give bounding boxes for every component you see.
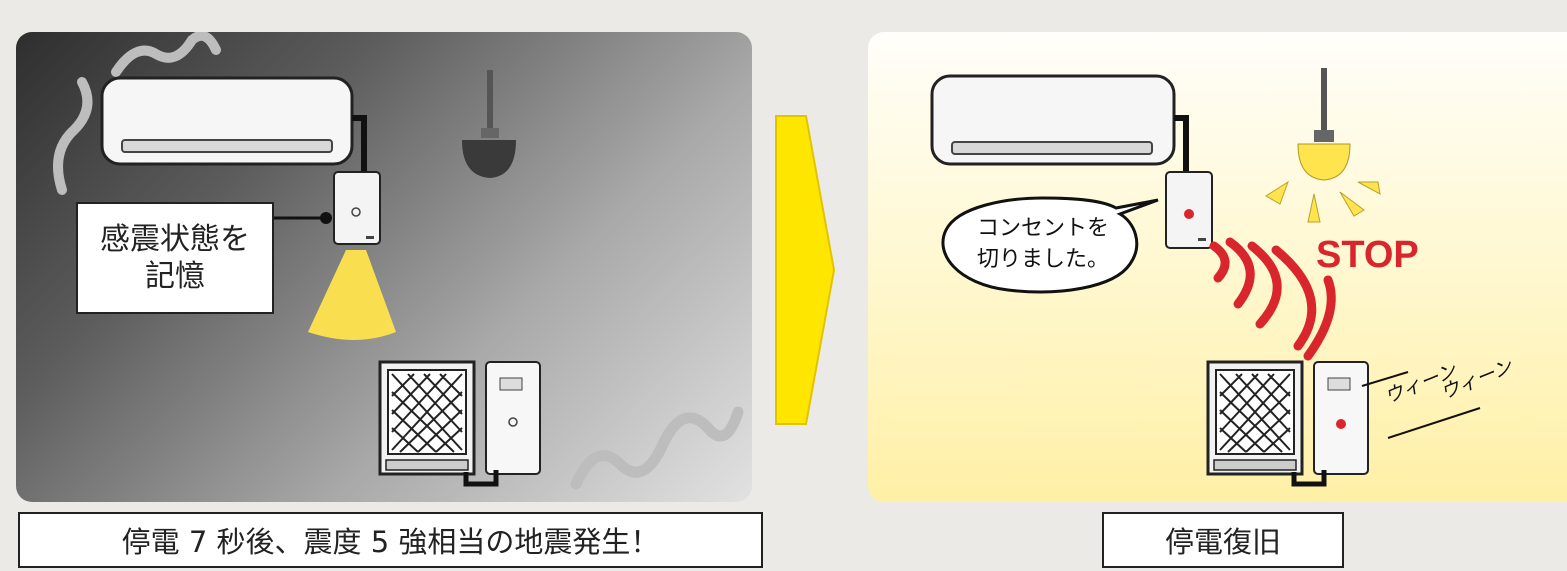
shake-line-icon (570, 406, 744, 490)
left-caption-text: 停電 7 秒後、震度 5 強相当の地震発生！ (121, 525, 660, 559)
memory-label-line1: 感震状態を (100, 221, 250, 257)
speech-bubble (941, 196, 1159, 294)
footlight-beam-icon (308, 250, 396, 340)
left-scene-illustration (53, 32, 744, 490)
air-conditioner-icon (930, 74, 1189, 172)
right-scene-illustration (930, 68, 1481, 487)
right-caption: 停電復旧 (1102, 512, 1344, 568)
sensor-outlet-icon (333, 171, 381, 245)
shake-line-icon (53, 77, 93, 195)
shake-line-icon (111, 32, 221, 77)
ceiling-lamp-off-icon (462, 70, 516, 178)
bubble-line1: コンセントを (976, 216, 1109, 241)
heater-icon (1206, 360, 1304, 476)
transition-arrow-icon (775, 115, 836, 425)
stop-label: STOP (1316, 234, 1419, 276)
memory-state-label-box: 感震状態を 記憶 (76, 202, 274, 314)
sound-line (1387, 407, 1481, 439)
sensor-outlet-tripped-icon (1165, 171, 1213, 249)
left-panel-dark-scene (16, 32, 752, 502)
bubble-text: コンセントを 切りました。 (958, 214, 1128, 276)
stop-signal-waves-icon (1209, 237, 1336, 361)
heater-outlet-icon (463, 361, 541, 487)
left-caption: 停電 7 秒後、震度 5 強相当の地震発生！ (18, 512, 763, 568)
heater-icon (378, 360, 476, 476)
air-conditioner-icon (100, 76, 367, 172)
bubble-line2: 切りました。 (976, 246, 1109, 272)
memory-label-line2: 記憶 (145, 259, 205, 294)
ceiling-lamp-on-icon (1265, 68, 1381, 223)
heater-outlet-tripped-icon (1291, 361, 1369, 487)
right-panel-restored-scene (868, 32, 1567, 502)
sound-line (1361, 371, 1409, 387)
right-caption-text: 停電復旧 (1164, 525, 1281, 559)
